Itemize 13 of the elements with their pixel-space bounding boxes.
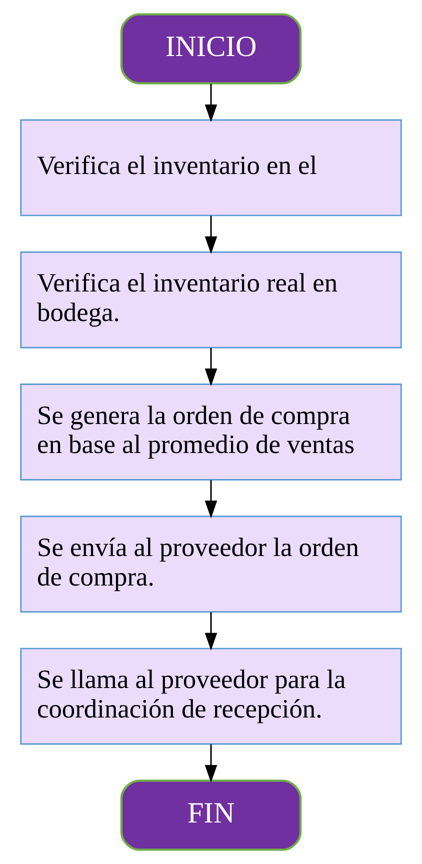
arrow: [204, 216, 218, 254]
node-box: Verifica el inventario real en bodega.: [20, 251, 402, 348]
arrow: [204, 480, 218, 518]
arrow: [204, 84, 218, 122]
node-box: Verifica el inventario en el: [20, 119, 402, 216]
arrow: [204, 612, 218, 650]
arrow: [204, 744, 218, 783]
node-box: INICIO: [120, 13, 302, 84]
arrow: [204, 348, 218, 386]
node-box: Se genera la orden de compra en base al promedio de ventas: [20, 384, 402, 480]
node-box: FIN: [120, 780, 302, 851]
node-box: Se envía al proveedor la orden de compra.: [20, 516, 402, 613]
node-box: Se llama al proveedor para la coordinación de recepción.: [20, 648, 402, 745]
